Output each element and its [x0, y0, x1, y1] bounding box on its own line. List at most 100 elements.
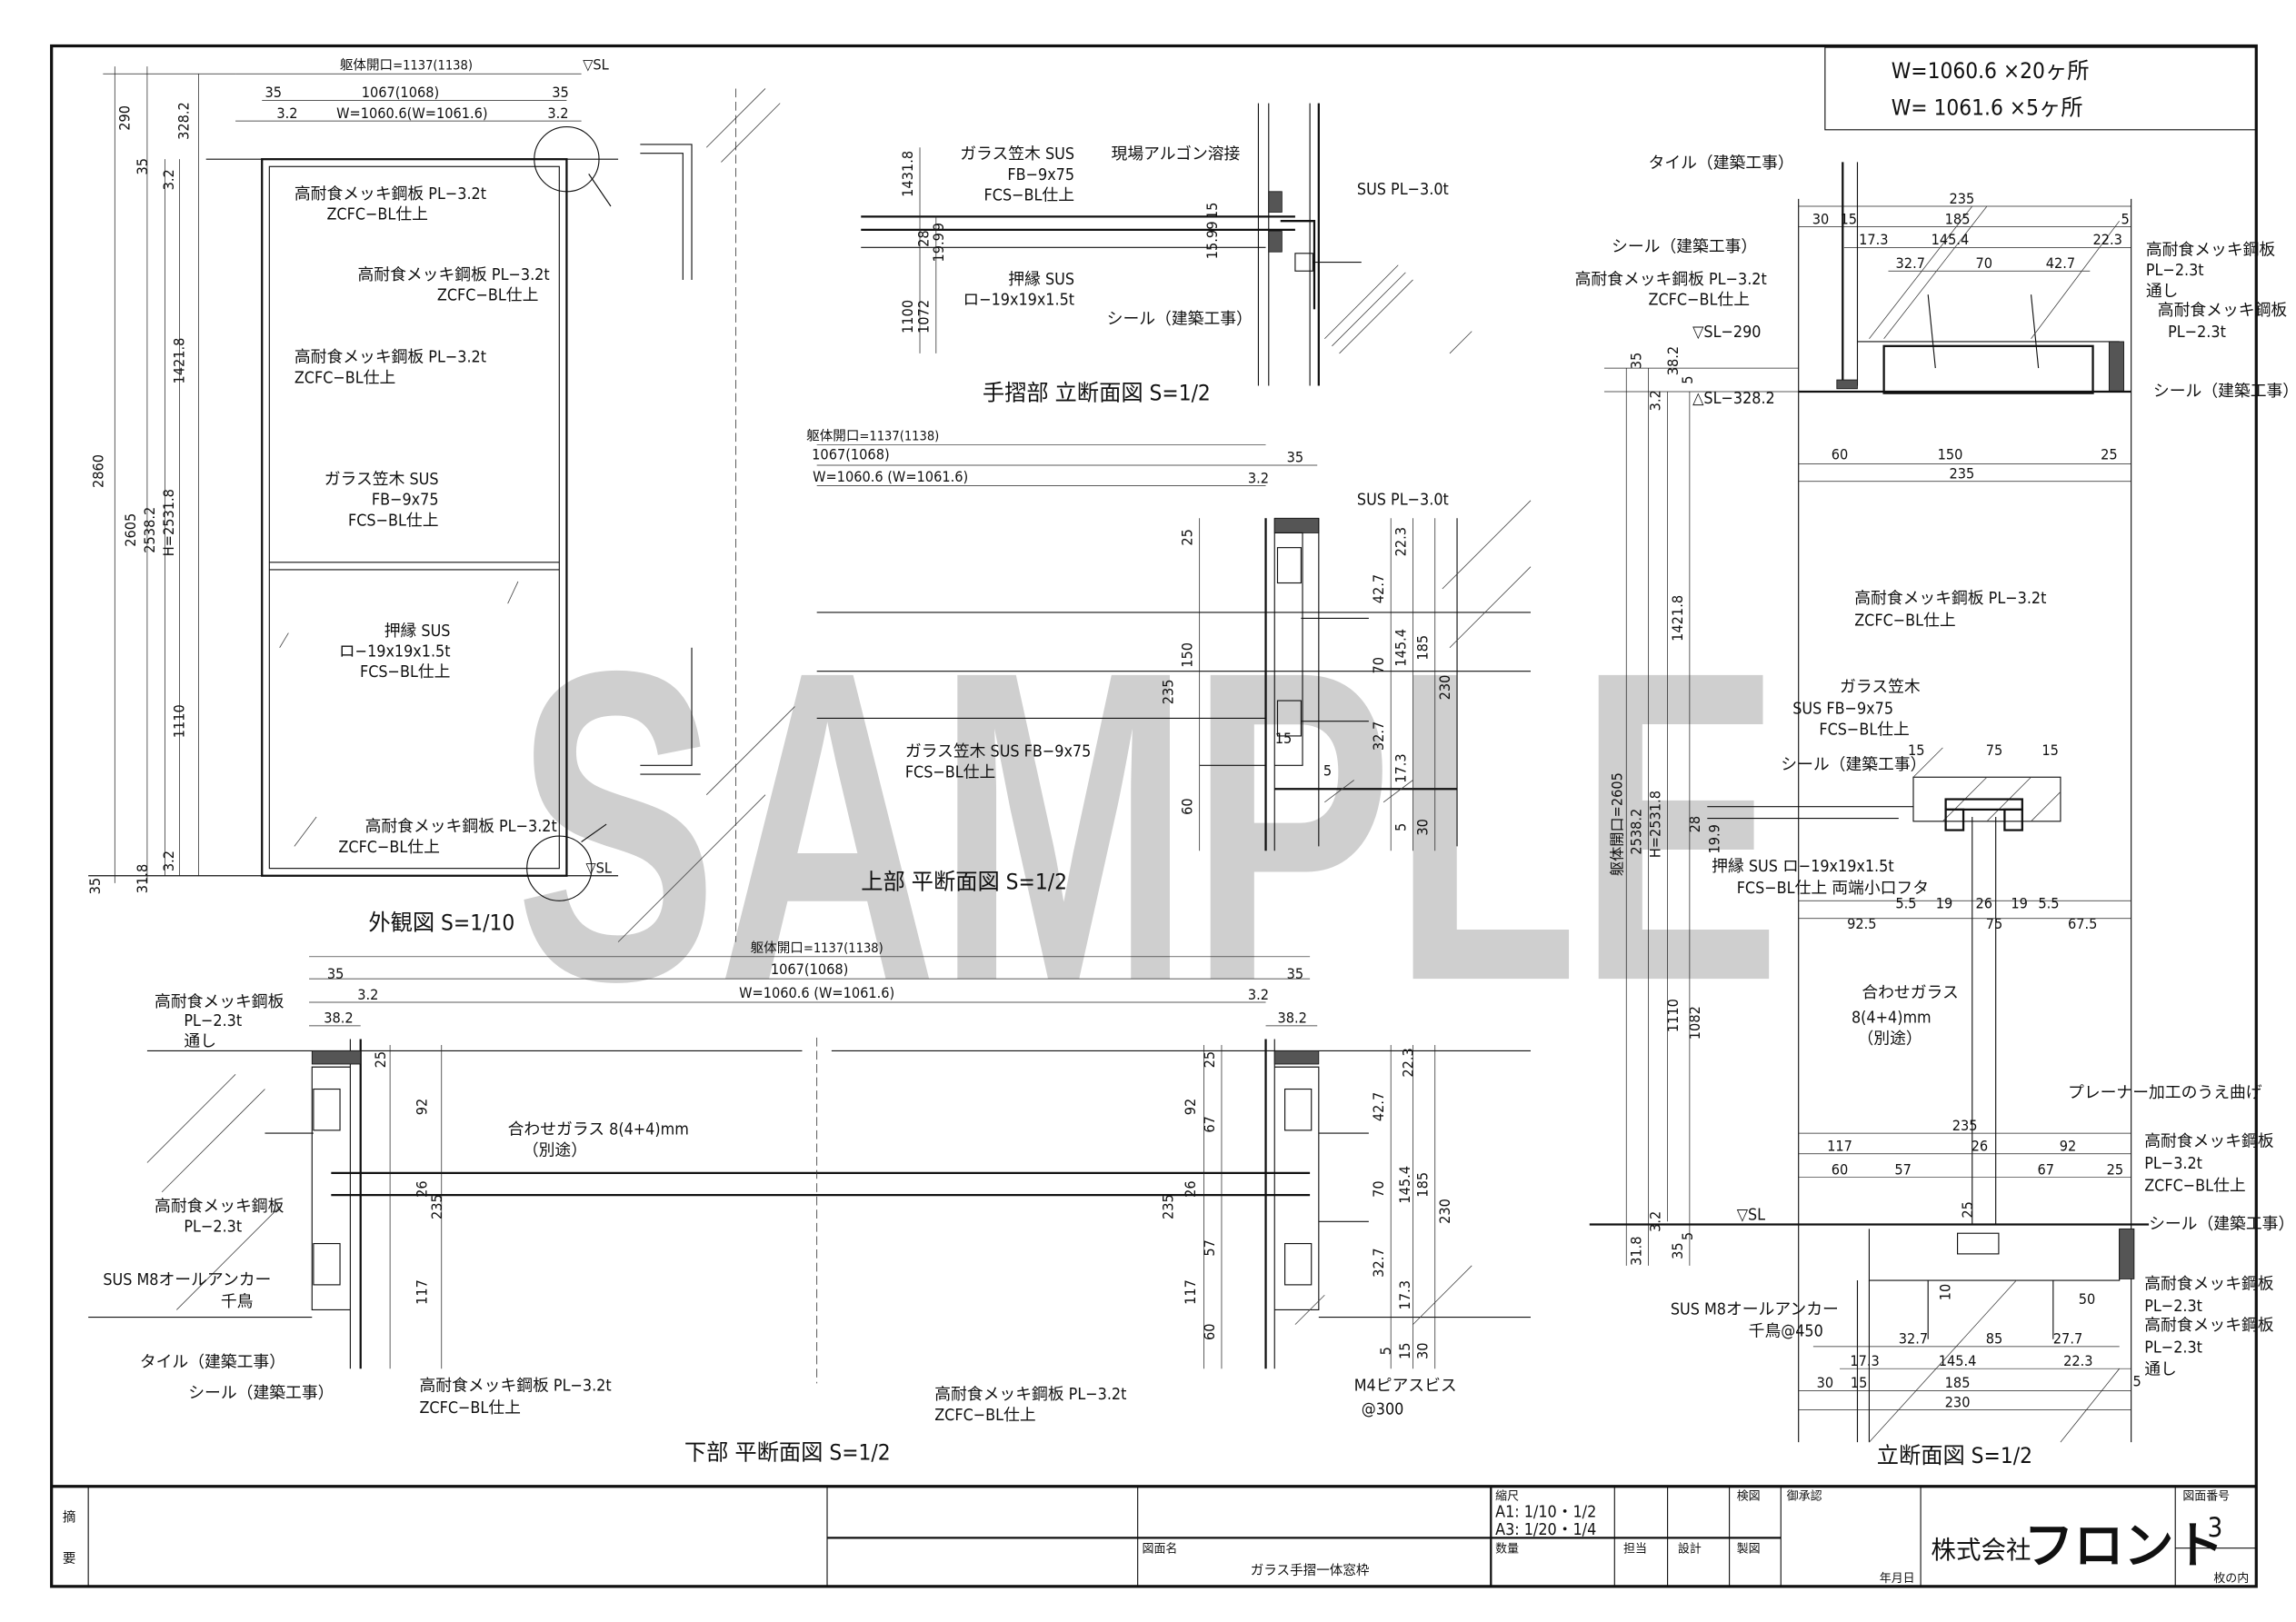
- vertical-section-callout-label: FCS−BL仕上: [1819, 720, 1909, 739]
- lower-plan-dimension-text: 35: [1287, 965, 1304, 982]
- upper-plan-callout-label: ガラス笠木 SUS FB−9x75: [905, 742, 1092, 761]
- vertical-section-callout-label: ZCFC−BL仕上: [1854, 611, 1955, 630]
- vertical-section-dimension-text: 67: [2037, 1160, 2054, 1178]
- vertical-section-callout-label: 高耐食メッキ鋼板 PL−3.2t: [1575, 270, 1767, 289]
- vertical-section-dimension-text: 85: [1986, 1330, 2003, 1348]
- elevation-drawing: [88, 66, 795, 942]
- vertical-section-dimension-text: 42.7: [2046, 254, 2075, 272]
- elevation-callout-label: ZCFC−BL仕上: [437, 286, 538, 305]
- upper-plan-dimension-text: 5: [1392, 823, 1409, 831]
- drawing-name: ガラス手摺一体窓枠: [1251, 1562, 1370, 1578]
- vertical-section-callout-label: ▽SL−290: [1692, 323, 1761, 342]
- drawing-name-label: 図面名: [1143, 1542, 1178, 1557]
- lower-plan-dimension-text: 117: [1182, 1279, 1199, 1305]
- quantity-line-1: W=1060.6 ×20ヶ所: [1892, 57, 2090, 84]
- elevation-callout-label: ロ−19x19x1.5t: [339, 642, 451, 661]
- lower-plan-callout-label: 合わせガラス 8(4+4)mm: [508, 1120, 689, 1139]
- upper-plan-dimension-text: 150: [1179, 642, 1196, 668]
- elevation-callout-label: FCS−BL仕上: [348, 511, 438, 530]
- elevation-dimension-text: 3.2: [160, 169, 177, 190]
- lower-plan-dimension-text: 35: [327, 965, 344, 982]
- vertical-section-dimension-text: 5: [2121, 210, 2130, 227]
- vertical-section-callout-label: 合わせガラス: [1862, 983, 1958, 1002]
- lower-plan-dimension-text: 躯体開口=1137(1138): [751, 940, 883, 956]
- elevation-dimension-text: ▽SL: [583, 55, 609, 73]
- lower-plan-callout-label: ZCFC−BL仕上: [934, 1406, 1035, 1425]
- vertical-section-dimension-text: 躯体開口=2605: [1608, 772, 1625, 876]
- handrail-section-dimension-text: 1072: [915, 300, 933, 333]
- elevation-dimension-text: 躯体開口=1137(1138): [340, 57, 473, 73]
- vertical-section-dimension-text: 15: [1851, 1374, 1868, 1391]
- elevation-callout-label: 押縁 SUS: [384, 622, 451, 641]
- vertical-section-dimension-text: 35: [1669, 1242, 1686, 1259]
- upper-plan-dimension-text: 3.2: [1248, 469, 1269, 486]
- elevation-dimension-text: 2538.2: [141, 507, 158, 553]
- vertical-section-dimension-text: 26: [1975, 894, 1992, 911]
- vertical-section-view-title: 立断面図 S=1/2: [1877, 1442, 2032, 1468]
- upper-plan-dimension-text: 185: [1414, 635, 1432, 661]
- elevation-dimension-text: W=1060.6(W=1061.6): [336, 104, 487, 122]
- sample-watermark: SAMPLE: [515, 579, 1782, 1072]
- handrail-section-callout-label: シール（建築工事）: [1107, 310, 1253, 329]
- upper-plan-dimension-text: 30: [1414, 819, 1432, 836]
- vertical-section-callout-label: 通し: [2144, 1360, 2177, 1379]
- upper-plan-drawing: [816, 443, 1532, 851]
- vertical-section-dimension-text: 32.7: [1896, 254, 1925, 272]
- upper-plan-dimension-text: 145.4: [1392, 629, 1409, 667]
- lower-plan-dimension-text: 117: [414, 1279, 431, 1305]
- handrail-section-dimension-text: 1431.8: [899, 151, 916, 197]
- elevation-callout-label: ZCFC−BL仕上: [338, 838, 439, 857]
- elevation-dimension-text: 3.2: [276, 104, 297, 122]
- scale-label: 縮尺: [1495, 1488, 1519, 1503]
- vertical-section-dimension-text: 5: [1679, 1232, 1696, 1240]
- upper-plan-view-title: 上部 平断面図 S=1/2: [861, 868, 1067, 894]
- lower-plan-dimension-text: 15: [1396, 1342, 1413, 1359]
- lower-plan-dimension-text: 57: [1201, 1239, 1218, 1257]
- vertical-section-dimension-text: 235: [1950, 190, 1975, 207]
- vertical-section-dimension-text: 235: [1950, 465, 1975, 483]
- elevation-callout-label: ZCFC−BL仕上: [294, 368, 395, 387]
- vertical-section-callout-label: △SL−328.2: [1692, 389, 1775, 408]
- upper-plan-dimension-text: 22.3: [1392, 527, 1409, 556]
- vertical-section-dimension-text: 32.7: [1899, 1330, 1928, 1348]
- remarks-label-1: 摘: [63, 1509, 76, 1526]
- elevation-dimension-text: 35: [134, 158, 151, 175]
- draft-label: 製図: [1737, 1543, 1761, 1557]
- scale-a1: A1: 1/10・1/2: [1495, 1503, 1596, 1522]
- lower-plan-dimension-text: 42.7: [1370, 1092, 1387, 1121]
- lower-plan-dimension-text: 32.7: [1370, 1248, 1387, 1277]
- elevation-dimension-text: 1421.8: [170, 338, 187, 384]
- upper-plan-dimension-text: 70: [1370, 657, 1387, 674]
- vertical-section-dimension-text: 30: [1812, 210, 1830, 227]
- vertical-section-dimension-text: 57: [1894, 1160, 1912, 1178]
- lower-plan-dimension-text: 70: [1370, 1180, 1387, 1198]
- elevation-dimension-text: 2860: [89, 454, 106, 488]
- vertical-section-callout-label: SUS M8オールアンカー: [1671, 1299, 1839, 1318]
- quantity-line-2: W= 1061.6 ×5ヶ所: [1892, 95, 2083, 121]
- lower-plan-dimension-text: 38.2: [1277, 1010, 1306, 1027]
- elevation-dimension-text: 35: [552, 84, 569, 101]
- vertical-section-dimension-text: 5.5: [2038, 894, 2059, 911]
- lower-plan-callout-label: ZCFC−BL仕上: [419, 1398, 520, 1418]
- vertical-section-dimension-text: 1082: [1686, 1006, 1703, 1040]
- handrail-section-drawing: [861, 103, 1472, 386]
- lower-plan-dimension-text: 145.4: [1396, 1166, 1413, 1204]
- vertical-section-dimension-text: 19: [2011, 894, 2028, 911]
- lower-plan-view-title: 下部 平断面図 S=1/2: [684, 1439, 891, 1466]
- elevation-callout-label: ZCFC−BL仕上: [326, 205, 427, 224]
- scale-a3: A3: 1/20・1/4: [1495, 1520, 1596, 1539]
- vertical-section-dimension-text: 75: [1986, 915, 2003, 932]
- vertical-section-dimension-text: 235: [1952, 1117, 1978, 1134]
- vertical-section-dimension-text: 60: [1832, 1160, 1849, 1178]
- vertical-section-callout-label: PL−2.3t: [2168, 323, 2226, 342]
- lower-plan-dimension-text: 38.2: [324, 1010, 353, 1027]
- drawing-number-label: 図面番号: [2182, 1489, 2230, 1503]
- lower-plan-dimension-text: 30: [1414, 1342, 1432, 1359]
- lower-plan-dimension-text: 3.2: [1248, 986, 1269, 1003]
- vertical-section-callout-label: シール（建築工事）: [2149, 1214, 2294, 1233]
- handrail-section-callout-label: 現場アルゴン溶接: [1112, 144, 1241, 164]
- vertical-section-callout-label: シール（建築工事）: [1612, 237, 1757, 256]
- handrail-section-callout-label: ガラス笠木 SUS: [960, 144, 1074, 164]
- vertical-section-dimension-text: 19.9: [1705, 824, 1722, 853]
